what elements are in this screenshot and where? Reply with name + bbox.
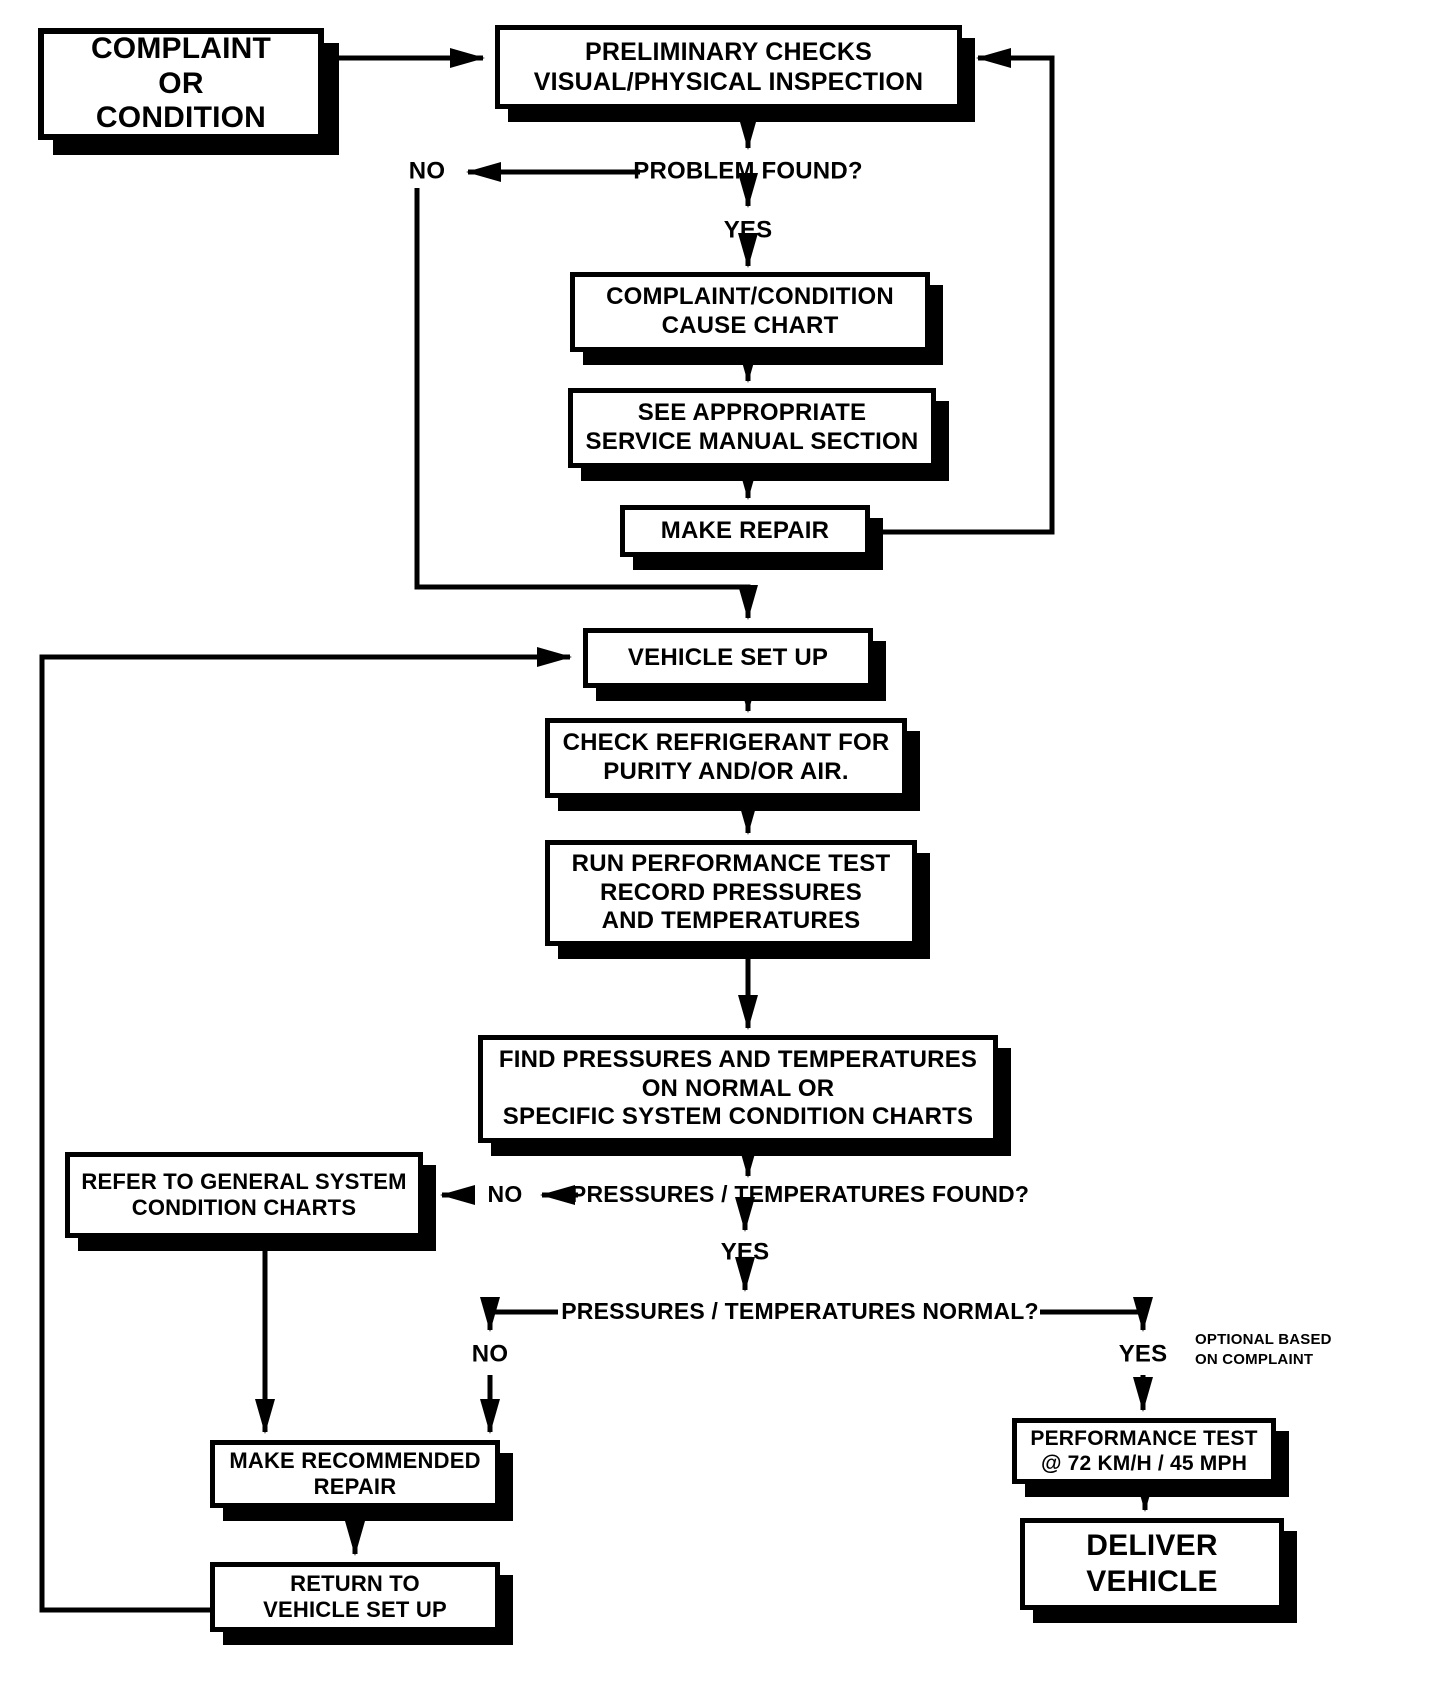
optional-note: OPTIONAL BASED ON COMPLAINT: [1195, 1331, 1332, 1369]
question-problem-found: PROBLEM FOUND?: [633, 157, 863, 185]
node-deliver-vehicle: DELIVER VEHICLE: [1020, 1518, 1284, 1610]
branch-label-yes-problem: YES: [723, 216, 773, 244]
branch-label-yes-found: YES: [720, 1238, 770, 1266]
node-vehicle-set-up: VEHICLE SET UP: [583, 628, 873, 688]
branch-label-yes-normal: YES: [1118, 1340, 1168, 1368]
question-pressures-normal: PRESSURES / TEMPERATURES NORMAL?: [561, 1298, 1039, 1325]
node-check-refrigerant: CHECK REFRIGERANT FOR PURITY AND/OR AIR.: [545, 718, 907, 798]
node-run-performance-test: RUN PERFORMANCE TEST RECORD PRESSURES AN…: [545, 840, 917, 946]
node-see-service-manual: SEE APPROPRIATE SERVICE MANUAL SECTION: [568, 388, 936, 468]
node-complaint-cause-chart: COMPLAINT/CONDITION CAUSE CHART: [570, 272, 930, 352]
node-refer-general-charts: REFER TO GENERAL SYSTEM CONDITION CHARTS: [65, 1152, 423, 1238]
node-performance-test-road: PERFORMANCE TEST @ 72 KM/H / 45 MPH: [1012, 1418, 1276, 1484]
question-pressures-found: PRESSURES / TEMPERATURES FOUND?: [570, 1181, 1030, 1208]
node-make-repair: MAKE REPAIR: [620, 505, 870, 557]
node-return-to-vehicle-setup: RETURN TO VEHICLE SET UP: [210, 1562, 500, 1632]
edge-normal-to-no: [480, 1297, 558, 1333]
branch-label-no-normal: NO: [471, 1340, 509, 1368]
branch-label-no-problem: NO: [408, 157, 446, 185]
branch-label-no-found: NO: [487, 1181, 523, 1208]
node-complaint-or-condition: COMPLAINT OR CONDITION: [38, 28, 324, 140]
edge-normal-to-yes: [1040, 1297, 1153, 1333]
node-preliminary-checks: PRELIMINARY CHECKS VISUAL/PHYSICAL INSPE…: [495, 25, 962, 109]
node-find-pressures: FIND PRESSURES AND TEMPERATURES ON NORMA…: [478, 1035, 998, 1143]
node-make-recommended-repair: MAKE RECOMMENDED REPAIR: [210, 1440, 500, 1508]
